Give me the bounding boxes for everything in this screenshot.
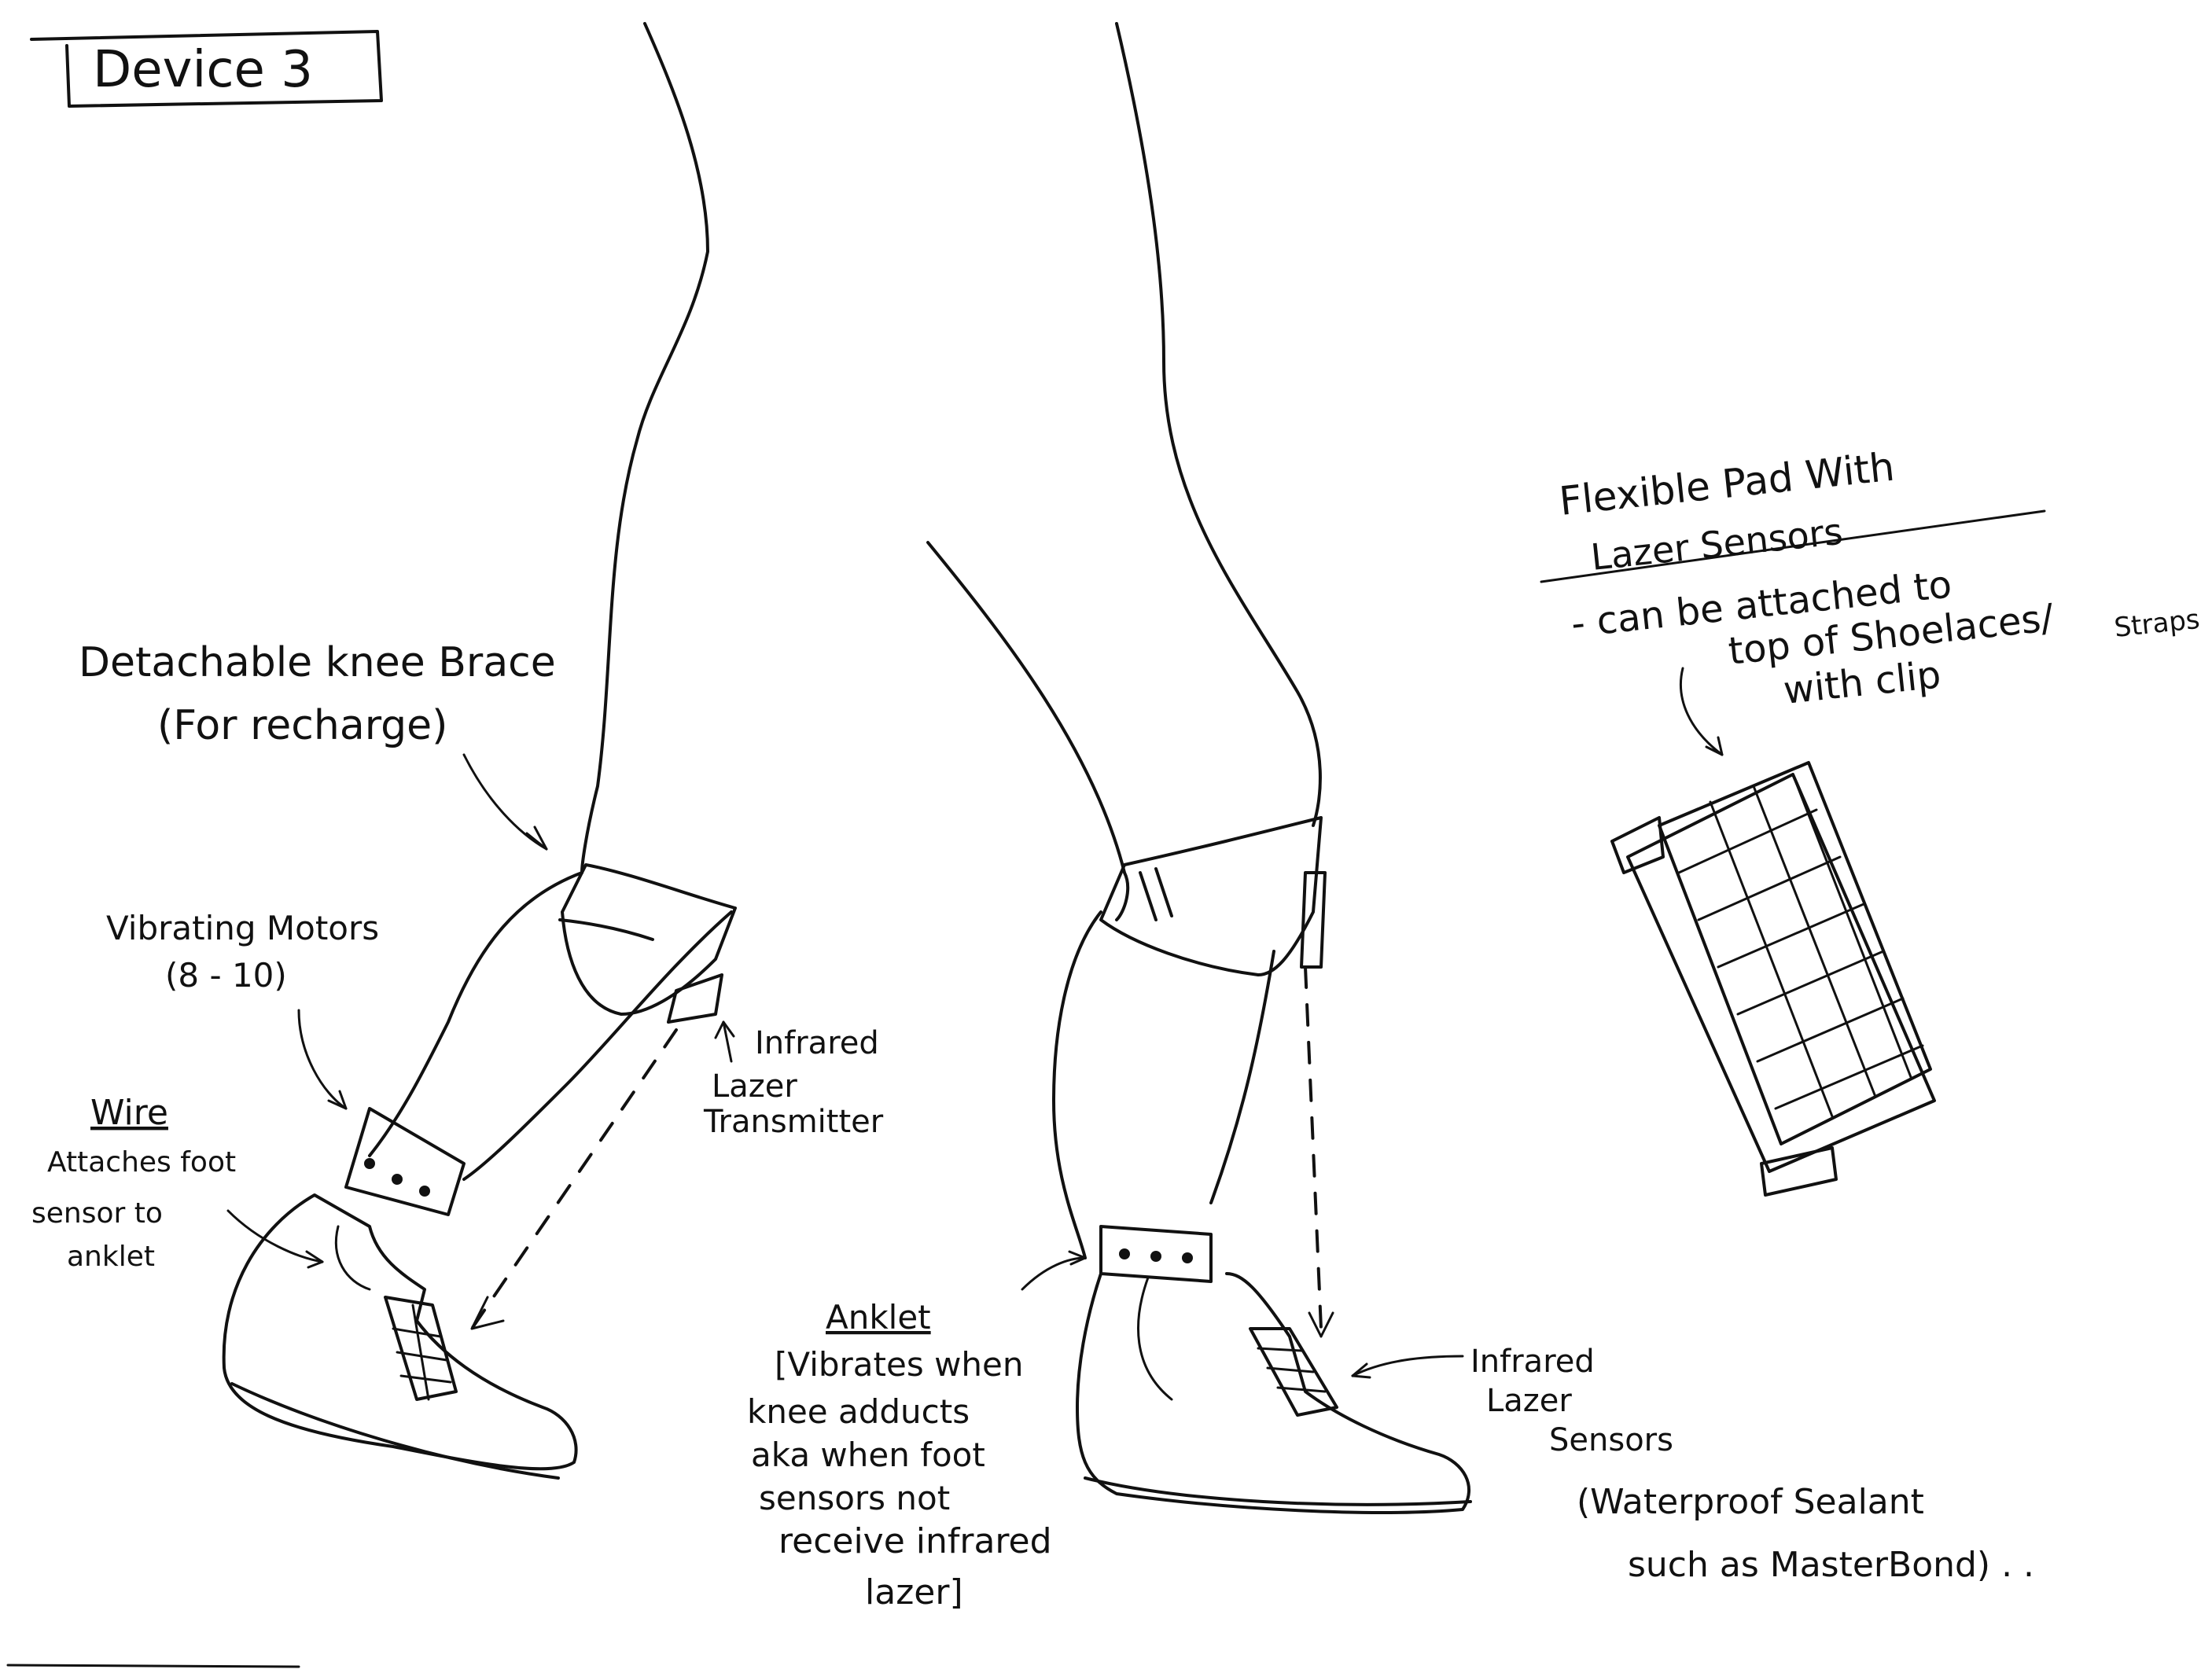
anklet-line-6: lazer] — [865, 1572, 963, 1612]
anklet-line-1: [Vibrates when — [775, 1345, 1024, 1384]
sensors-line-2: Lazer — [1486, 1383, 1572, 1419]
pad-title-line-1: Flexible Pad With — [1557, 444, 1897, 524]
motors-count: (8 - 10) — [165, 956, 287, 995]
sealant-line-2: such as MasterBond) . . — [1628, 1545, 2034, 1585]
motors-label: Vibrating Motors — [106, 909, 379, 947]
title-box: Device 3 — [31, 31, 381, 106]
flexible-pad — [1612, 763, 1934, 1195]
anklet-line-5: receive infrared — [778, 1521, 1052, 1561]
wire-line-2: sensor to — [31, 1197, 163, 1230]
sensors-line-1: Infrared — [1470, 1344, 1595, 1380]
right-leg — [928, 24, 1320, 1258]
anklet-label: Anklet — [826, 1298, 931, 1337]
anklet-line-3: aka when foot — [751, 1436, 985, 1474]
left-shoe — [224, 1195, 576, 1478]
bottom-rule — [8, 1665, 299, 1667]
left-anklet — [346, 1109, 464, 1215]
knee-brace-note: (For recharge) — [157, 702, 447, 749]
knee-brace-label: Detachable knee Brace — [79, 639, 556, 686]
anklet-line-4: sensors not — [759, 1479, 950, 1517]
wire-label: Wire — [90, 1093, 168, 1133]
right-shoe — [1077, 1274, 1470, 1513]
sealant-line-1: (Waterproof Sealant — [1577, 1482, 1924, 1522]
transmitter-line-2: Lazer — [712, 1068, 797, 1105]
sensors-line-3: Sensors — [1549, 1422, 1673, 1458]
wire-line-1: Attaches foot — [47, 1146, 236, 1178]
transmitter-line-3: Transmitter — [703, 1104, 884, 1140]
right-anklet — [1101, 1226, 1211, 1399]
title-text: Device 3 — [93, 41, 313, 99]
pad-note-2-small: Straps — [2113, 604, 2202, 644]
transmitter-line-1: Infrared — [755, 1025, 879, 1061]
right-knee-brace — [1101, 818, 1325, 975]
pad-title-line-2: Lazer Sensors — [1589, 510, 1845, 579]
anklet-line-2: knee adducts — [747, 1392, 970, 1431]
annotations: Detachable knee Brace (For recharge) Vib… — [31, 444, 2201, 1612]
wire-line-3: anklet — [67, 1241, 155, 1273]
left-leg — [370, 24, 731, 1179]
